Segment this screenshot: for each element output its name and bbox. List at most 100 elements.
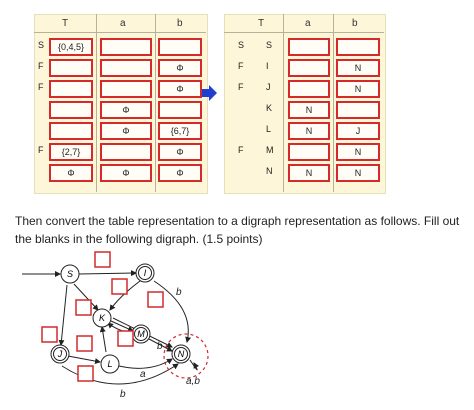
- left-row-label: F: [38, 61, 44, 71]
- blank-s-j[interactable]: [41, 326, 58, 343]
- svg-text:S: S: [67, 269, 73, 279]
- right-cell-text: N: [305, 168, 313, 178]
- right-cell-a[interactable]: N: [288, 164, 330, 182]
- right-cell-a[interactable]: N: [288, 122, 330, 140]
- svg-text:K: K: [99, 313, 106, 323]
- blank-s-k[interactable]: [75, 299, 92, 316]
- blank-s-i[interactable]: [94, 251, 111, 268]
- left-cell-text: Φ: [176, 84, 184, 94]
- left-cell-b[interactable]: {6,7}: [158, 122, 202, 140]
- right-cell-text: N: [305, 126, 313, 136]
- node-s: S: [60, 264, 80, 284]
- left-cell-a[interactable]: Φ: [100, 164, 152, 182]
- right-state-name: I: [266, 61, 269, 71]
- edge-label-j-n: b: [120, 389, 126, 400]
- left-cell-a[interactable]: [100, 80, 152, 98]
- digraph: S I K M J L N b: [22, 251, 209, 400]
- left-cell-text: Φ: [176, 168, 184, 178]
- left-header-t: T: [62, 18, 69, 29]
- left-cell-t[interactable]: [49, 59, 93, 77]
- right-cell-b[interactable]: [336, 38, 380, 56]
- left-cell-text: {6,7}: [170, 126, 190, 136]
- left-cell-a[interactable]: [100, 59, 152, 77]
- left-cell-a[interactable]: [100, 38, 152, 56]
- blank-i-k[interactable]: [111, 278, 128, 295]
- edge-label-l-n: a: [140, 369, 146, 380]
- left-cell-text: Φ: [176, 147, 184, 157]
- right-state-name: M: [266, 145, 274, 155]
- right-cell-a[interactable]: [288, 143, 330, 161]
- blank-l-k[interactable]: [117, 330, 134, 347]
- right-row-label: S: [238, 40, 245, 50]
- node-n: N: [171, 344, 191, 364]
- left-cell-b[interactable]: [158, 38, 202, 56]
- left-cell-t[interactable]: [49, 122, 93, 140]
- svg-text:M: M: [137, 329, 145, 339]
- left-cell-t[interactable]: Φ: [49, 164, 93, 182]
- left-cell-a[interactable]: [100, 143, 152, 161]
- left-cell-text: Φ: [176, 63, 184, 73]
- left-header-a: a: [120, 18, 126, 29]
- right-cell-text: N: [354, 168, 362, 178]
- left-cell-b[interactable]: Φ: [158, 80, 202, 98]
- left-cell-text: {2,7}: [61, 147, 81, 157]
- edge-label-i-n: b: [176, 287, 182, 298]
- blank-j-n[interactable]: [77, 365, 94, 382]
- left-cell-text: {0,4,5}: [57, 42, 85, 52]
- svg-text:J: J: [57, 349, 63, 359]
- right-cell-b[interactable]: [336, 101, 380, 119]
- right-cell-b[interactable]: N: [336, 59, 380, 77]
- edge-label-n-self: a,b: [186, 376, 200, 387]
- left-cell-t[interactable]: {2,7}: [49, 143, 93, 161]
- right-row-label: F: [238, 145, 244, 155]
- right-cell-text: J: [355, 126, 361, 136]
- blank-j-l[interactable]: [76, 335, 93, 352]
- right-header-t: T: [258, 18, 265, 29]
- left-cell-text: Φ: [67, 168, 75, 178]
- left-header-b: b: [177, 18, 183, 29]
- svg-text:I: I: [144, 268, 147, 278]
- left-cell-b[interactable]: Φ: [158, 143, 202, 161]
- blank-k-n[interactable]: [147, 291, 164, 308]
- highlight-n: [163, 333, 209, 379]
- left-row-label: F: [38, 145, 44, 155]
- left-cell-b[interactable]: Φ: [158, 59, 202, 77]
- right-cell-a[interactable]: [288, 80, 330, 98]
- instructions-text: Then convert the table representation to…: [15, 214, 460, 246]
- right-cell-b[interactable]: N: [336, 143, 380, 161]
- left-cell-text: Φ: [122, 105, 130, 115]
- left-cell-b[interactable]: [158, 101, 202, 119]
- right-state-name: N: [266, 166, 273, 176]
- left-row-label: S: [38, 40, 45, 50]
- right-cell-b[interactable]: J: [336, 122, 380, 140]
- node-j: J: [50, 344, 70, 364]
- right-row-label: F: [238, 61, 244, 71]
- right-cell-text: N: [354, 84, 362, 94]
- left-cell-t[interactable]: [49, 101, 93, 119]
- right-state-name: J: [266, 82, 271, 92]
- right-state-name: L: [266, 124, 272, 134]
- right-cell-text: N: [354, 147, 362, 157]
- left-row-label: F: [38, 82, 44, 92]
- right-cell-b[interactable]: N: [336, 164, 380, 182]
- edge-label-m-n: b: [157, 341, 163, 352]
- node-m: M: [131, 324, 151, 344]
- node-l: L: [100, 354, 120, 374]
- node-i: I: [135, 263, 155, 283]
- left-cell-t[interactable]: [49, 80, 93, 98]
- right-cell-text: N: [305, 105, 313, 115]
- left-cell-t[interactable]: {0,4,5}: [49, 38, 93, 56]
- left-cell-b[interactable]: Φ: [158, 164, 202, 182]
- node-k: K: [92, 308, 112, 328]
- left-cell-text: Φ: [122, 168, 130, 178]
- right-cell-a[interactable]: N: [288, 101, 330, 119]
- left-cell-a[interactable]: Φ: [100, 122, 152, 140]
- left-cell-a[interactable]: Φ: [100, 101, 152, 119]
- right-header-a: a: [305, 18, 311, 29]
- right-cell-a[interactable]: [288, 59, 330, 77]
- left-cell-text: Φ: [122, 126, 130, 136]
- right-cell-b[interactable]: N: [336, 80, 380, 98]
- svg-text:L: L: [107, 359, 112, 369]
- right-cell-text: N: [354, 63, 362, 73]
- right-cell-a[interactable]: [288, 38, 330, 56]
